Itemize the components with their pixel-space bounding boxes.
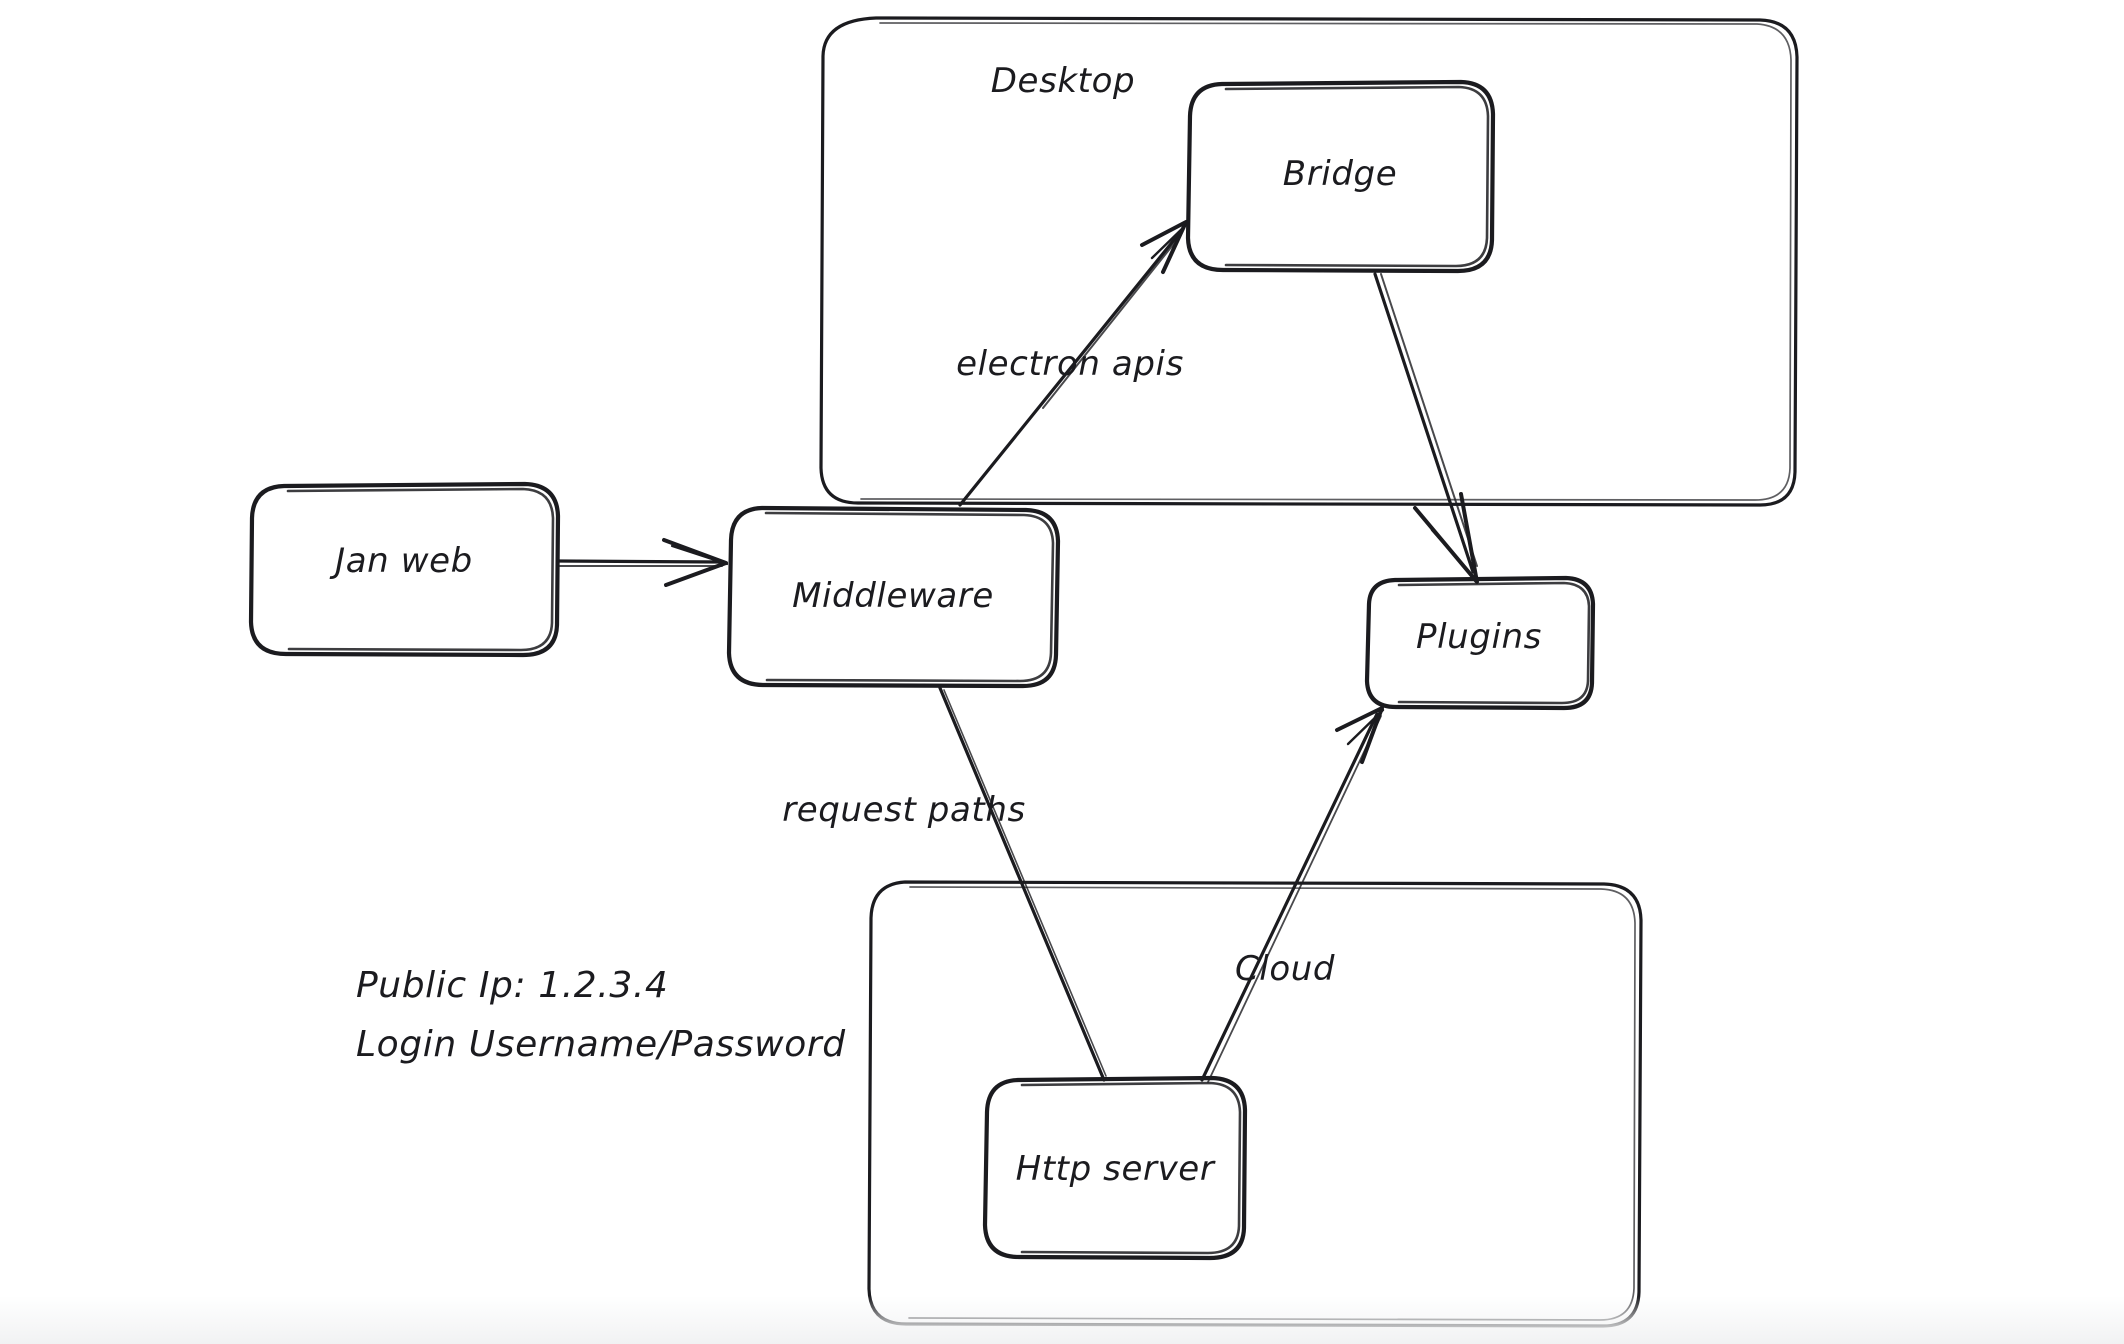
edge-label-cloud: Cloud: [1235, 949, 1335, 989]
note-login: Login Username/Password: [356, 1024, 846, 1065]
node-label-bridge: Bridge: [1283, 154, 1397, 194]
node-bridge[interactable]: Bridge: [1185, 79, 1496, 274]
edge-bridge-to-plugins[interactable]: [1373, 272, 1479, 584]
edge-label-electron-apis: electron apis: [956, 344, 1184, 384]
node-label-middleware: Middleware: [792, 576, 994, 616]
edge-httpserver-to-plugins[interactable]: Cloud: [1200, 706, 1385, 1083]
node-label-jan-web: Jan web: [329, 541, 473, 581]
edge-janweb-to-middleware[interactable]: [556, 538, 729, 587]
edge-middleware-to-httpserver[interactable]: request paths: [782, 686, 1107, 1082]
node-http-server[interactable]: Http server: [982, 1075, 1248, 1261]
node-label-http-server: Http server: [1016, 1149, 1216, 1189]
note-block: Public Ip: 1.2.3.4 Login Username/Passwo…: [356, 965, 846, 1065]
edge-label-request-paths: request paths: [782, 790, 1026, 830]
node-jan-web[interactable]: Jan web: [248, 481, 561, 658]
group-desktop[interactable]: Desktop: [819, 16, 1799, 507]
group-label-desktop: Desktop: [991, 61, 1135, 101]
note-public-ip: Public Ip: 1.2.3.4: [356, 965, 668, 1006]
node-label-plugins: Plugins: [1416, 617, 1542, 657]
node-middleware[interactable]: Middleware: [726, 505, 1061, 689]
edge-middleware-to-bridge[interactable]: electron apis: [956, 220, 1189, 507]
node-plugins[interactable]: Plugins: [1364, 575, 1596, 711]
